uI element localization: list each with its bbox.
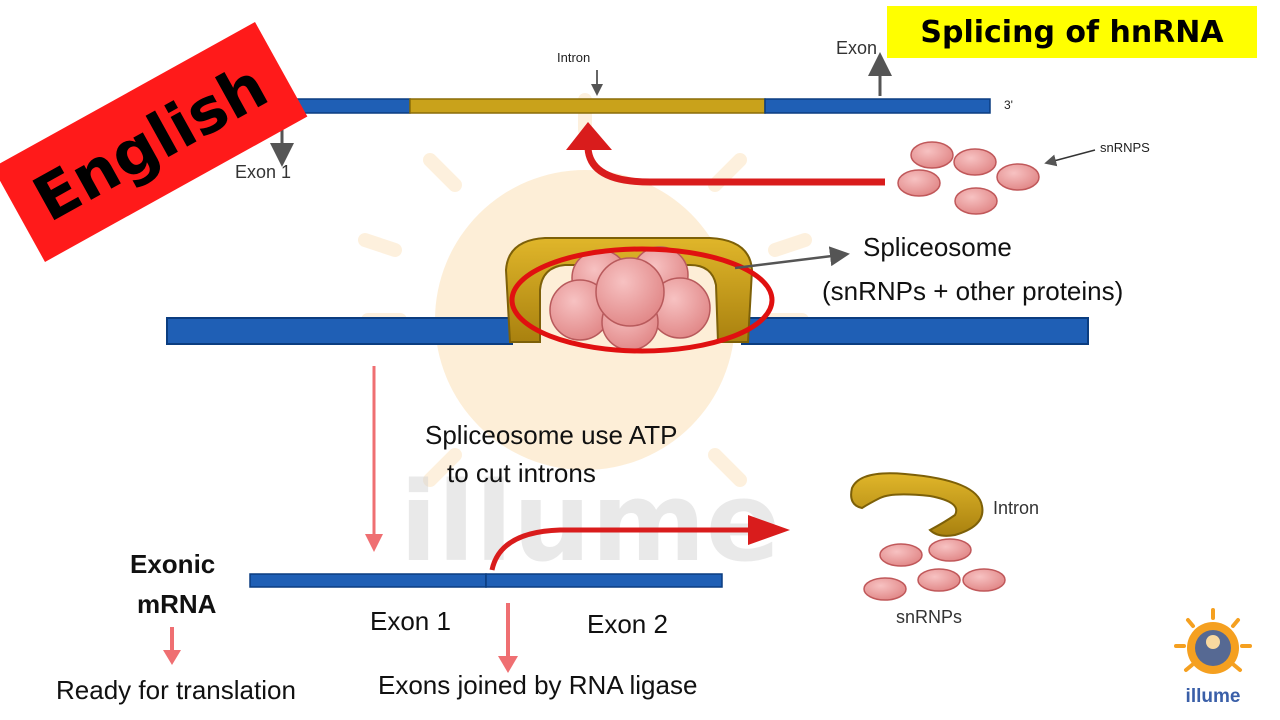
assembly-arrow xyxy=(584,147,885,186)
spliceosome-label: Spliceosome xyxy=(863,232,1012,262)
process-down-arrow-head xyxy=(365,534,383,552)
spliceosome-highlight-ring xyxy=(509,246,775,354)
spliceosome-pointer xyxy=(734,246,850,270)
ready-note: Ready for translation xyxy=(56,675,296,705)
premrna-exon2-bar xyxy=(764,98,991,114)
mrna-exon2-label: Exon 2 xyxy=(587,609,668,639)
logo-text: illume xyxy=(1185,686,1241,707)
exonic-mrna-line-2: mRNA xyxy=(137,589,217,619)
released-snrnps-label: snRNPs xyxy=(896,607,963,627)
snrnps-top-label: snRNPS xyxy=(1100,140,1150,155)
ligase-note: Exons joined by RNA ligase xyxy=(378,670,698,700)
page-title: Splicing of hnRNA xyxy=(920,14,1224,50)
mrna-exon1-bar xyxy=(249,573,487,588)
snrnps-pointer xyxy=(1044,149,1096,167)
spliceosome-cap xyxy=(504,237,754,343)
ligase-arrow-head xyxy=(498,656,518,673)
exon1-top-label: Exon 1 xyxy=(235,162,292,182)
title-box: Splicing of hnRNA xyxy=(887,6,1257,58)
exonic-mrna-line-1: Exonic xyxy=(130,549,216,579)
step-line-2: to cut introns xyxy=(447,458,596,488)
released-snrnps xyxy=(863,538,1006,601)
ready-arrow-head xyxy=(163,650,181,665)
assembly-arrow-head xyxy=(566,122,612,150)
premrna-intron-bar xyxy=(409,98,766,114)
intron-release-arrow xyxy=(489,527,752,571)
brand-logo: illume xyxy=(1168,604,1258,712)
mrna-exon2-bar xyxy=(485,573,723,588)
complex-exon2-bar xyxy=(741,317,1089,345)
complex-exon1-bar xyxy=(166,317,513,345)
released-intron-label: Intron xyxy=(993,498,1040,518)
step-line-1: Spliceosome use ATP xyxy=(425,420,678,450)
three-prime-label: 3' xyxy=(1004,98,1013,112)
premrna-exon1-bar xyxy=(289,98,411,114)
mrna-exon1-label: Exon 1 xyxy=(370,606,451,636)
sun-logo-icon xyxy=(1174,608,1252,674)
spliceosome-snrnps xyxy=(549,246,711,351)
exon-top-label: Exon xyxy=(836,38,878,58)
spliceosome-composition: (snRNPs + other proteins) xyxy=(822,276,1124,306)
intron-top-label: Intron xyxy=(557,50,591,65)
released-intron-loop xyxy=(850,472,984,537)
snrnps-cluster xyxy=(897,141,1040,215)
watermark-text: illume xyxy=(400,458,781,586)
intron-release-arrow-head xyxy=(748,515,790,545)
